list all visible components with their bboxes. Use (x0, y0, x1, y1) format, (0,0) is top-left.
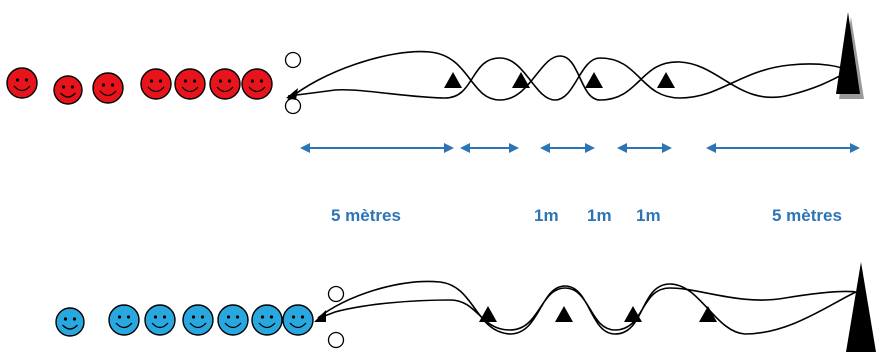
smiley-face-icon (55, 307, 85, 337)
red-team-start-markers (284, 51, 302, 115)
tall-cone-icon (836, 12, 864, 99)
tall-cone-icon (846, 262, 876, 352)
triangle-cone-icon (585, 72, 603, 88)
smiley-face-icon (182, 304, 214, 336)
triangle-cone-icon (555, 306, 573, 322)
red-team-players (6, 67, 273, 105)
triangle-cone-icon (624, 306, 642, 322)
smiley-face-icon (241, 68, 273, 100)
blue-team-return-arrowhead (314, 310, 326, 322)
smiley-face-icon (144, 304, 176, 336)
smiley-face-icon (174, 68, 206, 100)
smiley-face-icon (217, 304, 249, 336)
smiley-face-icon (282, 304, 314, 336)
smiley-face-icon (6, 67, 38, 99)
triangle-cone-icon (444, 72, 462, 88)
red-team-return-arrowhead (286, 88, 298, 100)
distance-label-5m-right: 5 mètres (772, 206, 842, 225)
triangle-cone-icon (512, 72, 530, 88)
smiley-face-icon (53, 75, 83, 105)
triangle-cone-icon (479, 306, 497, 322)
smiley-face-icon (108, 304, 140, 336)
smiley-face-icon (251, 304, 283, 336)
red-team-cones (444, 72, 675, 88)
triangle-cone-icon (657, 72, 675, 88)
distance-label-1m-a: 1m (534, 206, 559, 225)
blue-team-start-markers (327, 285, 345, 349)
circle-marker-icon (327, 285, 345, 303)
red-team-path (287, 50, 853, 101)
smiley-face-icon (92, 72, 124, 104)
circle-marker-icon (284, 51, 302, 69)
distance-label-1m-c: 1m (636, 206, 661, 225)
smiley-face-icon (140, 68, 172, 100)
blue-team-path (317, 280, 859, 335)
blue-team-cones (479, 306, 717, 322)
blue-team-players (55, 304, 314, 337)
circle-marker-icon (284, 97, 302, 115)
smiley-face-icon (209, 68, 241, 100)
distance-label-5m-left: 5 mètres (331, 206, 401, 225)
circle-marker-icon (327, 331, 345, 349)
triangle-cone-icon (699, 306, 717, 322)
distance-label-1m-b: 1m (587, 206, 612, 225)
